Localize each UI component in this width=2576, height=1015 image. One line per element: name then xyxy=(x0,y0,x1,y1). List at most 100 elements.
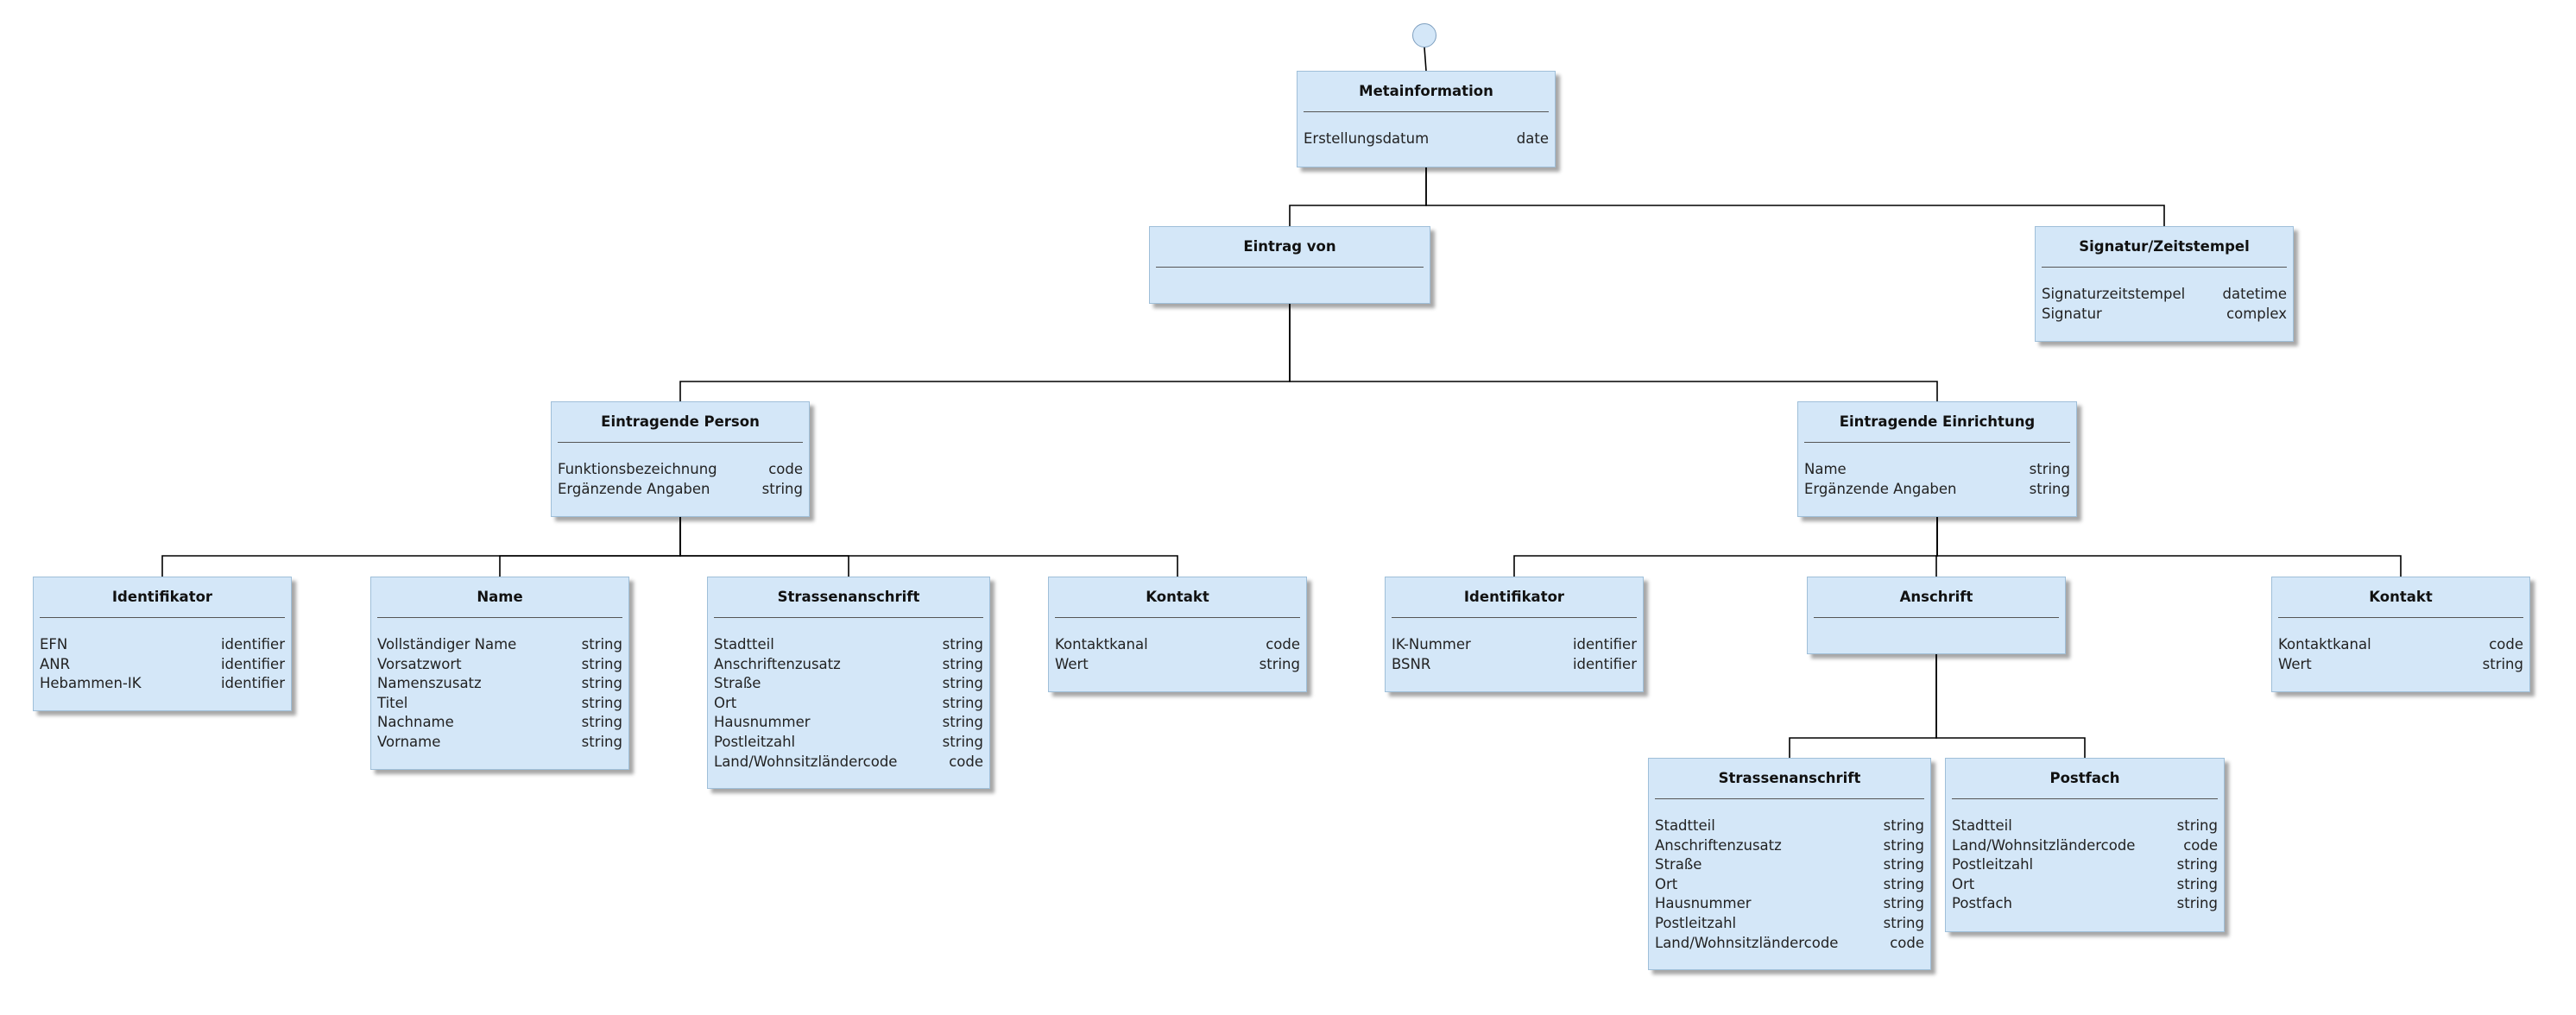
attribute-type: string xyxy=(581,655,622,672)
attribute-type: string xyxy=(942,733,983,750)
attribute-type: string xyxy=(2482,655,2523,672)
attribute-type: code xyxy=(1266,636,1300,652)
attribute-type: string xyxy=(942,714,983,731)
node-separator xyxy=(377,617,622,618)
node-separator xyxy=(1655,798,1924,799)
attribute-name: Hausnummer xyxy=(1655,895,1752,912)
attribute-type: string xyxy=(1883,895,1924,912)
attribute-type: code xyxy=(949,753,983,770)
attribute-type: string xyxy=(1883,836,1924,854)
attribute-type: string xyxy=(581,636,622,652)
attribute-type: identifier xyxy=(220,675,285,692)
attribute-name: Land/Wohnsitzländercode xyxy=(714,753,898,770)
node-title: Eintragende Person xyxy=(601,413,760,430)
node-separator xyxy=(1156,267,1424,268)
node-separator xyxy=(2042,267,2287,268)
edge-eintragende-person-to-p-strassenanschrift xyxy=(679,517,849,577)
attribute-name: Stadtteil xyxy=(1655,817,1715,834)
node-separator xyxy=(40,617,285,618)
attribute-name: EFN xyxy=(40,636,68,652)
attribute-name: Postleitzahl xyxy=(714,733,796,750)
attribute-type: code xyxy=(2489,636,2523,652)
edge-eintragende-person-to-p-kontakt xyxy=(679,517,1178,577)
node-separator xyxy=(1055,617,1300,618)
root-node-circle xyxy=(1412,23,1436,47)
attribute-row: Hausnummer string xyxy=(1655,894,1924,914)
edge-eintragende-person-to-p-name xyxy=(499,517,681,577)
node-separator xyxy=(1952,798,2218,799)
attribute-name: Ergänzende Angaben xyxy=(1804,480,1957,497)
attribute-name: Anschriftenzusatz xyxy=(1655,836,1782,854)
node-separator xyxy=(1814,617,2059,618)
node-separator xyxy=(1304,111,1549,112)
attribute-type: datetime xyxy=(2222,286,2287,302)
attribute-type: identifier xyxy=(220,636,285,652)
attribute-type: string xyxy=(942,655,983,672)
edge-eintrag-von-to-eintragende-person xyxy=(679,304,1291,401)
attribute-name: Namenszusatz xyxy=(377,675,482,692)
attribute-type: code xyxy=(768,461,803,477)
attribute-name: ANR xyxy=(40,655,71,672)
attribute-type: string xyxy=(581,675,622,692)
node-title: Metainformation xyxy=(1359,83,1493,99)
edge-e-anschrift-to-e-strassenanschrift xyxy=(1789,654,1937,758)
attribute-row: Anschriftenzusatz string xyxy=(1655,836,1924,856)
attribute-name: Ergänzende Angaben xyxy=(558,480,710,497)
attribute-type: string xyxy=(581,694,622,711)
node-e-anschrift[interactable]: Anschrift xyxy=(1807,577,2066,654)
node-attribute-list xyxy=(1156,268,1424,285)
attribute-row: Kontaktkanal code xyxy=(2278,635,2523,655)
attribute-type: string xyxy=(2176,817,2218,834)
attribute-type: identifier xyxy=(1572,655,1637,672)
node-separator xyxy=(1804,442,2070,443)
attribute-type: string xyxy=(2176,856,2218,873)
edge-e-anschrift-to-e-postfach xyxy=(1935,654,2086,758)
edge-eintragende-einrichtung-to-e-kontakt xyxy=(1936,517,2402,577)
node-title: Eintragende Einrichtung xyxy=(1839,413,2036,430)
attribute-name: Signaturzeitstempel xyxy=(2042,286,2186,302)
attribute-name: Straße xyxy=(714,675,761,692)
attribute-type: string xyxy=(2176,875,2218,892)
attribute-type: string xyxy=(1259,655,1300,672)
attribute-row: Signaturzeitstempel datetime xyxy=(2042,285,2287,305)
node-eintrag-von[interactable]: Eintrag von xyxy=(1149,226,1430,304)
attribute-name: Kontaktkanal xyxy=(2278,636,2371,652)
attribute-name: Erstellungsdatum xyxy=(1304,130,1430,147)
edge-root-to-metainformation xyxy=(1424,47,1427,72)
attribute-name: Stadtteil xyxy=(1952,817,2012,834)
attribute-row: Postleitzahl string xyxy=(714,733,983,753)
